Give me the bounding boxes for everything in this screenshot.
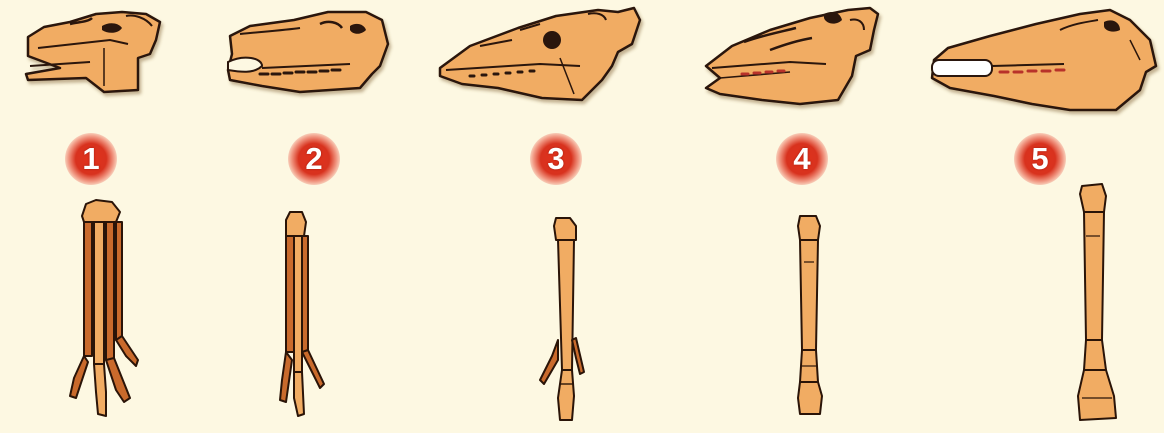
skull-stage-4-icon	[706, 8, 878, 104]
stage-label-4: 4	[776, 133, 828, 185]
stage-label-3: 3	[530, 133, 582, 185]
foot-single-toe-icon	[798, 216, 822, 414]
skull-stage-5-icon	[932, 10, 1156, 110]
skull-stage-2-icon	[228, 12, 388, 92]
foot-three-toes-icon	[280, 212, 324, 416]
foot-single-hoof-icon	[1078, 184, 1116, 420]
foot-three-toes-reduced-icon	[540, 218, 584, 420]
stage-label-2: 2	[288, 133, 340, 185]
stage-label-5: 5	[1014, 133, 1066, 185]
foot-four-toes-icon	[70, 200, 138, 416]
stage-label-1: 1	[65, 133, 117, 185]
skull-stage-1-icon	[26, 12, 160, 92]
skull-stage-3-icon	[440, 8, 640, 100]
